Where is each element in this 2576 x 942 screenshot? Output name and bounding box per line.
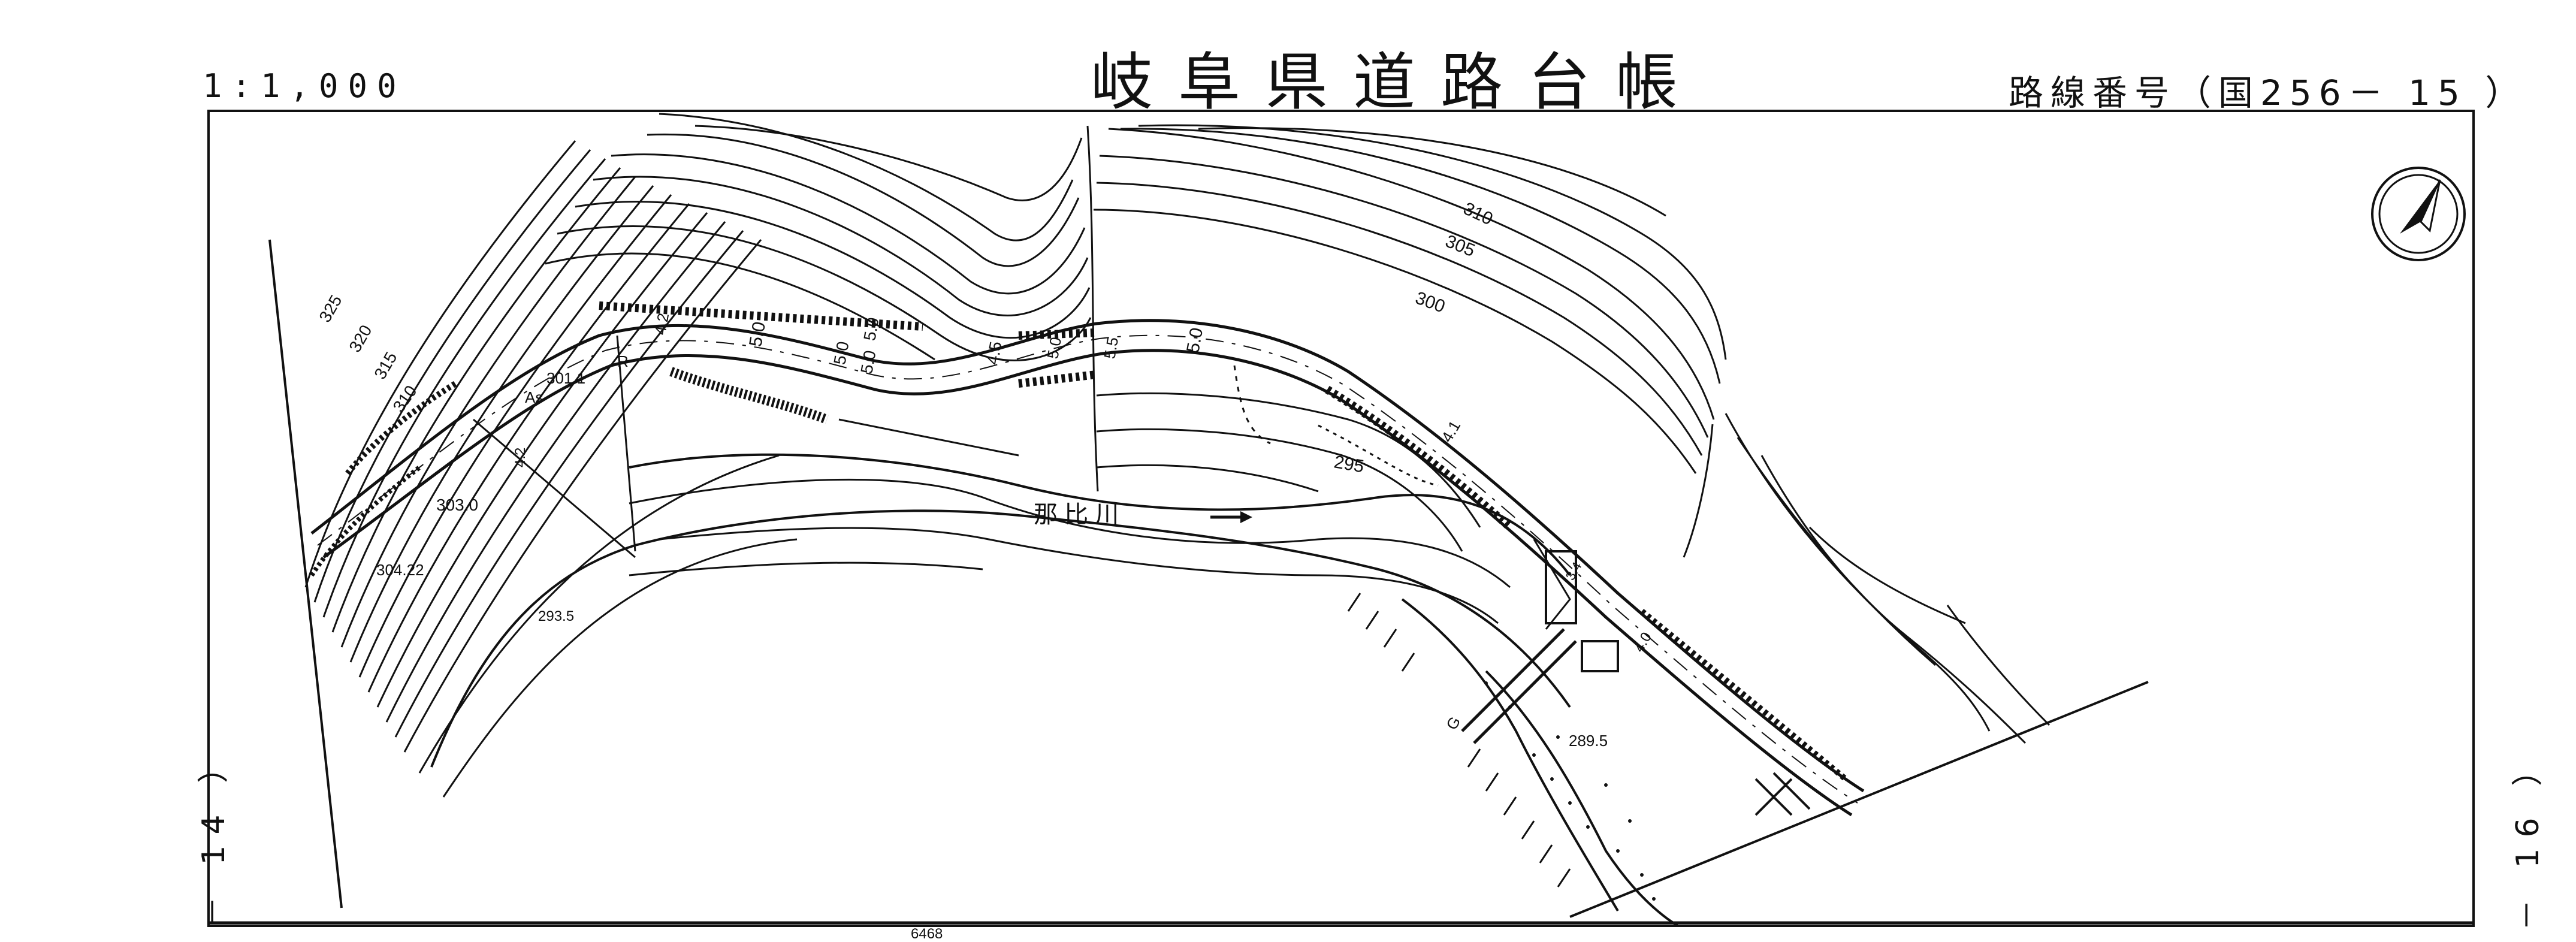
road-width-7: 5.0 xyxy=(1043,336,1065,360)
sheet-title: 岐阜県道路台帳 xyxy=(1091,46,1704,119)
elevation-301-1: 301.1 xyxy=(546,369,585,387)
contour-lines-upper xyxy=(545,113,1092,361)
contour-label-320: 320 xyxy=(345,322,375,355)
pavement-mark-as: As xyxy=(525,388,543,406)
route-number: 路線番号（国256－ 15 ） xyxy=(2009,73,2527,113)
road-width-1: 4.2 xyxy=(651,312,672,336)
road-edge-lower xyxy=(322,349,1853,817)
river-banks xyxy=(430,453,1679,927)
contour-lines-lower xyxy=(629,392,1511,624)
road-edge-upper xyxy=(310,319,1865,793)
road-width-2: 5.0 xyxy=(745,320,769,348)
map-frame xyxy=(207,110,2475,927)
road-width-5: 5.0 xyxy=(860,316,882,342)
road-width-8: 5.5 xyxy=(1100,336,1122,360)
road-centerline xyxy=(317,334,1858,804)
contour-lines-right xyxy=(1093,124,2050,744)
contour-label-300: 300 xyxy=(1413,288,1448,317)
contour-label-310-right: 310 xyxy=(1460,198,1496,229)
river-name: 那 比 川 xyxy=(1034,502,1119,528)
adjacent-sheet-right: － 16 ） xyxy=(2510,744,2547,931)
road-width-11: 4.2 xyxy=(512,448,529,467)
contour-lines-left xyxy=(304,140,798,798)
road-width-4: 5.0 xyxy=(857,349,879,375)
guardrail-mark-g: G xyxy=(1442,713,1464,733)
river-flow-arrow-icon xyxy=(1210,511,1252,523)
elevation-293-5: 293.5 xyxy=(538,608,574,624)
contour-label-305: 305 xyxy=(1442,231,1478,261)
road-width-3: 5.0 xyxy=(830,340,852,366)
road-width-9: 5.0 xyxy=(1183,326,1207,354)
north-arrow-icon xyxy=(2371,167,2466,261)
slope-ticks xyxy=(1347,593,1571,887)
elevation-303-0: 303.0 xyxy=(436,496,478,514)
contour-label-295: 295 xyxy=(1333,452,1366,476)
adjacent-sheet-left: － 14 ） xyxy=(196,741,232,928)
contour-label-315: 315 xyxy=(370,349,400,382)
road-mark-r: R xyxy=(617,352,629,370)
bottom-dimension-fragment: 6468 xyxy=(911,926,943,942)
elevation-289-5: 289.5 xyxy=(1569,732,1608,750)
elevation-304-22: 304.22 xyxy=(376,561,424,579)
survey-boundary-lines xyxy=(268,125,2149,918)
map-scale: 1:1,000 xyxy=(203,67,406,105)
road-width-6: 4.5 xyxy=(983,340,1005,366)
stream-bed xyxy=(1484,681,1656,901)
road xyxy=(309,301,1865,817)
contour-label-325: 325 xyxy=(315,292,345,325)
road-width-12: 4.0 xyxy=(1631,630,1655,655)
